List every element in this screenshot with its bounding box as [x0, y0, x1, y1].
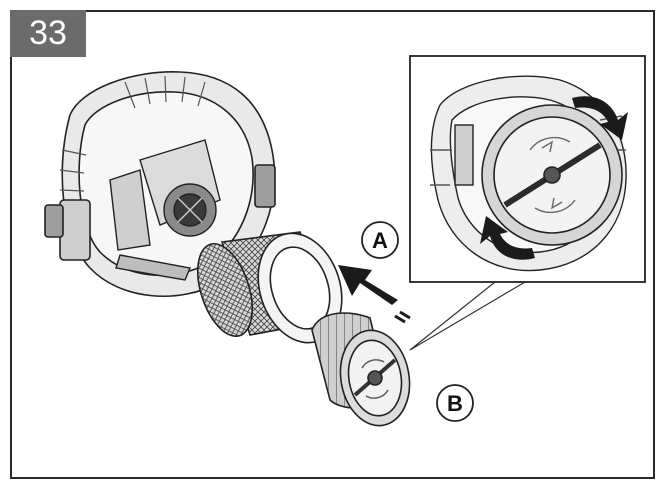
filter-cartridge [311, 312, 411, 427]
rotate-arrow-bottom [480, 216, 535, 260]
detail-inset [409, 55, 646, 351]
fan-motor-unit [109, 139, 221, 281]
inset-filter-cap [481, 104, 623, 246]
mesh-filter-cylinder [196, 231, 343, 344]
callout-b-label: B [447, 391, 463, 416]
callout-b: B [436, 384, 474, 422]
insert-direction-arrow [338, 265, 411, 324]
rotate-arrow-top [572, 96, 628, 140]
step-number-badge: 33 [10, 10, 86, 57]
callout-a: A [361, 221, 399, 259]
callout-a-label: A [372, 228, 388, 253]
